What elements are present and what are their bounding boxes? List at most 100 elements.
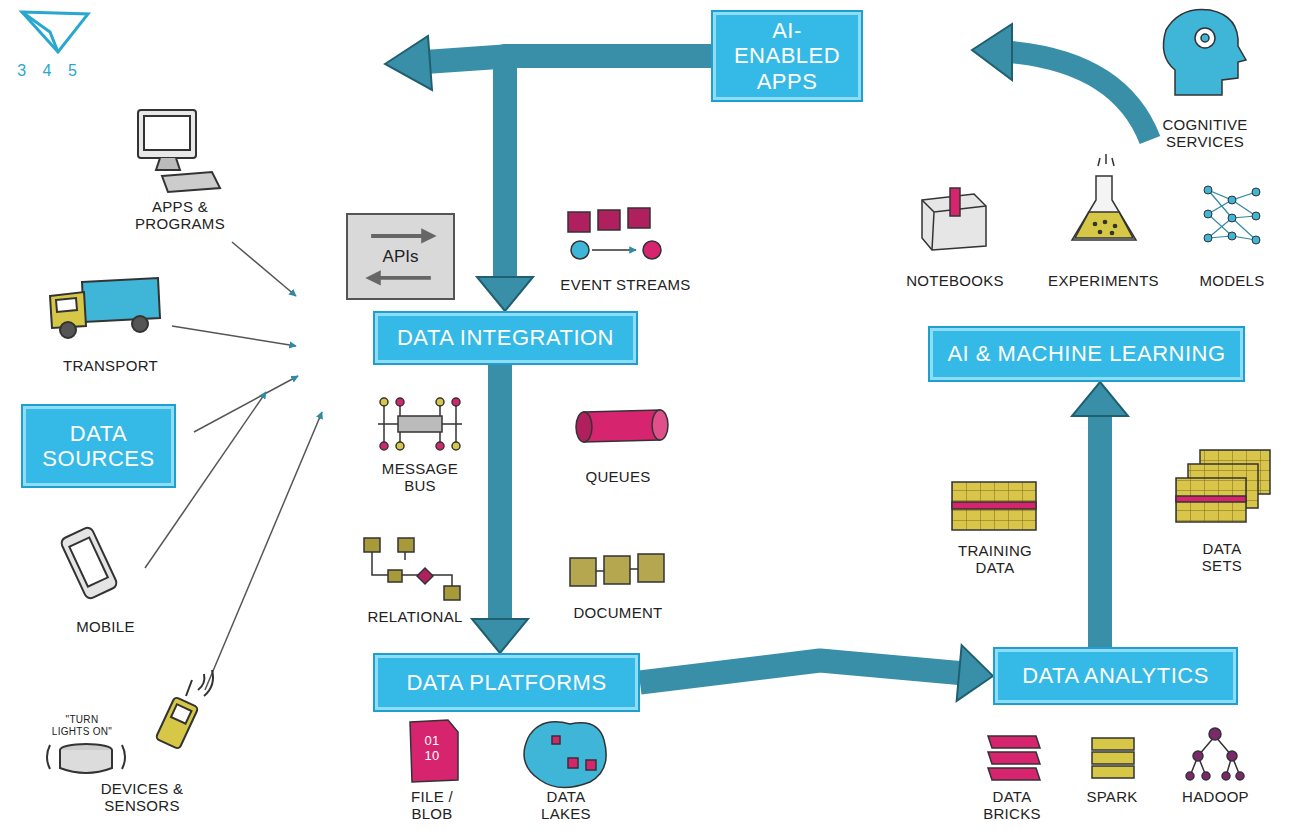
- icon-label: EVENT STREAMS: [560, 276, 690, 293]
- node-label: DATA PLATFORMS: [406, 670, 606, 695]
- arrow-head: [957, 645, 993, 701]
- icon-label: 01 10: [424, 733, 439, 763]
- node-text-group: AI & MACHINE LEARNING: [947, 341, 1225, 366]
- icon-label: MOBILE: [76, 618, 134, 635]
- icon-label: COGNITIVE SERVICES: [1162, 116, 1247, 150]
- node-label: APIs: [383, 247, 419, 267]
- node-label: DATA INTEGRATION: [397, 325, 614, 350]
- icon-label: MODELS: [1199, 272, 1264, 289]
- flow-arrow: [477, 56, 711, 311]
- flow-arrow: [1072, 382, 1128, 647]
- icon-label: FILE / BLOB: [411, 788, 453, 822]
- arrow-shaft: [640, 661, 959, 683]
- relational-icon: [364, 538, 460, 600]
- node-text-group: DATA ANALYTICS: [1022, 663, 1209, 688]
- label-box: 3 4 5: [15, 62, 85, 80]
- label-box: TRAINING DATA: [953, 542, 1037, 577]
- stacked-tables-icon: [1176, 450, 1270, 522]
- spark-icon: [1092, 738, 1134, 778]
- icon-label: DATA BRICKS: [983, 788, 1041, 822]
- computer-icon: [138, 110, 220, 192]
- label-box: COGNITIVE SERVICES: [1153, 116, 1257, 151]
- label-box: 01 10: [421, 734, 443, 764]
- flow-arrow: [472, 365, 528, 653]
- flask-icon: [1072, 154, 1136, 240]
- model-icon: [1208, 190, 1256, 240]
- title-banner: AI-ENABLED APPS: [711, 10, 863, 102]
- icon-label: DOCUMENT: [573, 604, 662, 621]
- icon-label: QUEUES: [585, 468, 650, 485]
- label-box: MODELS: [1197, 272, 1267, 289]
- icon-label: DATA SETS: [1202, 540, 1242, 574]
- node-text-group: APIs: [383, 247, 419, 267]
- node-text-group: DATA PLATFORMS: [406, 670, 606, 695]
- label-box: DATA LAKES: [536, 788, 596, 823]
- icon-label: RELATIONAL: [367, 608, 462, 625]
- label-box: "TURN LIGHTS ON": [47, 714, 117, 737]
- label-box: EXPERIMENTS: [1046, 272, 1161, 289]
- label-box: EVENT STREAMS: [558, 276, 693, 293]
- title-banner: DATA INTEGRATION: [373, 311, 638, 365]
- label-box: MOBILE: [74, 618, 137, 635]
- arrow-head: [477, 277, 533, 311]
- icon-label: TRAINING DATA: [958, 542, 1032, 576]
- node-text-group: DATA SOURCES: [31, 421, 166, 472]
- curved-arrow: [972, 24, 1150, 140]
- icon-label: APPS & PROGRAMS: [135, 198, 225, 232]
- label-box: FILE / BLOB: [402, 788, 462, 823]
- title-banner: DATA PLATFORMS: [373, 653, 640, 712]
- node-text-group: AI-ENABLED APPS: [721, 18, 853, 94]
- label-box: APPS & PROGRAMS: [125, 198, 235, 233]
- document-icon: [570, 554, 664, 586]
- title-banner: DATA SOURCES: [21, 404, 176, 488]
- icon-label: SPARK: [1086, 788, 1137, 805]
- node-label: DATA ANALYTICS: [1022, 663, 1209, 688]
- label-box: RELATIONAL: [365, 608, 465, 625]
- label-box: TRANSPORT: [61, 357, 160, 374]
- label-box: HADOOP: [1180, 788, 1251, 805]
- node-label: DATA SOURCES: [31, 421, 166, 472]
- api-box: APIs: [346, 213, 455, 300]
- truck-icon: [50, 278, 160, 338]
- logo: [22, 12, 88, 52]
- icon-label: HADOOP: [1182, 788, 1249, 805]
- logo-text: 3 4 5: [17, 62, 83, 79]
- queue-icon: [576, 410, 668, 442]
- event-stream-icon: [568, 208, 661, 259]
- tree-icon: [1186, 728, 1244, 780]
- node-label: AI & MACHINE LEARNING: [947, 341, 1225, 366]
- model-nodes: [1204, 186, 1260, 244]
- icon-label: DATA LAKES: [541, 788, 591, 822]
- arrow-shaft: [1088, 416, 1112, 647]
- label-box: DOCUMENT: [571, 604, 665, 621]
- notebook-icon: [922, 188, 986, 250]
- devices-icon: [47, 670, 213, 773]
- label-box: NOTEBOOKS: [904, 272, 1006, 289]
- icon-label: DEVICES & SENSORS: [101, 780, 184, 814]
- file-icon: [410, 720, 458, 782]
- icon-label: TRANSPORT: [63, 357, 158, 374]
- icon-label: "TURN LIGHTS ON": [52, 714, 112, 737]
- node-text-group: DATA INTEGRATION: [397, 325, 614, 350]
- arrow-shaft: [505, 56, 711, 277]
- icon-label: MESSAGE BUS: [382, 460, 458, 494]
- icon-label: EXPERIMENTS: [1048, 272, 1159, 289]
- label-box: DATA BRICKS: [982, 788, 1042, 823]
- label-box: DATA SETS: [1192, 540, 1252, 575]
- flow-arrow: [640, 645, 993, 701]
- table-icon: [952, 482, 1036, 530]
- arrow-symbol: [365, 228, 436, 285]
- arrow-head: [1072, 382, 1128, 416]
- title-banner: AI & MACHINE LEARNING: [928, 326, 1245, 382]
- label-box: SPARK: [1084, 788, 1140, 805]
- mobile-icon: [60, 526, 119, 600]
- icon-label: NOTEBOOKS: [906, 272, 1004, 289]
- data-lake-icon: [524, 722, 606, 788]
- message-bus-icon: [378, 398, 462, 450]
- head-icon: [1163, 9, 1246, 95]
- label-box: MESSAGE BUS: [380, 460, 460, 495]
- node-label: AI-ENABLED APPS: [721, 18, 853, 94]
- arrow-shaft: [488, 365, 512, 619]
- label-box: QUEUES: [583, 468, 653, 485]
